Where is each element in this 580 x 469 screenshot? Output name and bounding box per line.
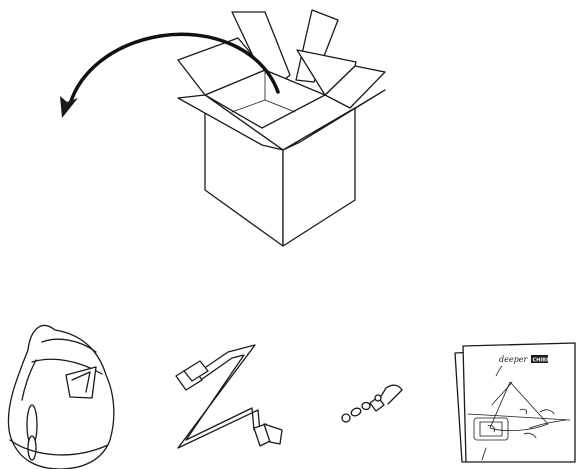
manual-badge-text: CHIRP	[533, 358, 551, 364]
swivel-clip-icon	[341, 384, 403, 423]
manual-badge	[531, 355, 548, 363]
curved-arrow-icon	[60, 32, 280, 118]
manual-brand-text: deeper	[499, 355, 528, 364]
sonar-device-icon	[7, 324, 115, 469]
open-box-icon	[177, 9, 386, 247]
manual-icon: deeper CHIRP	[454, 342, 576, 463]
usb-cable-icon	[175, 344, 283, 449]
